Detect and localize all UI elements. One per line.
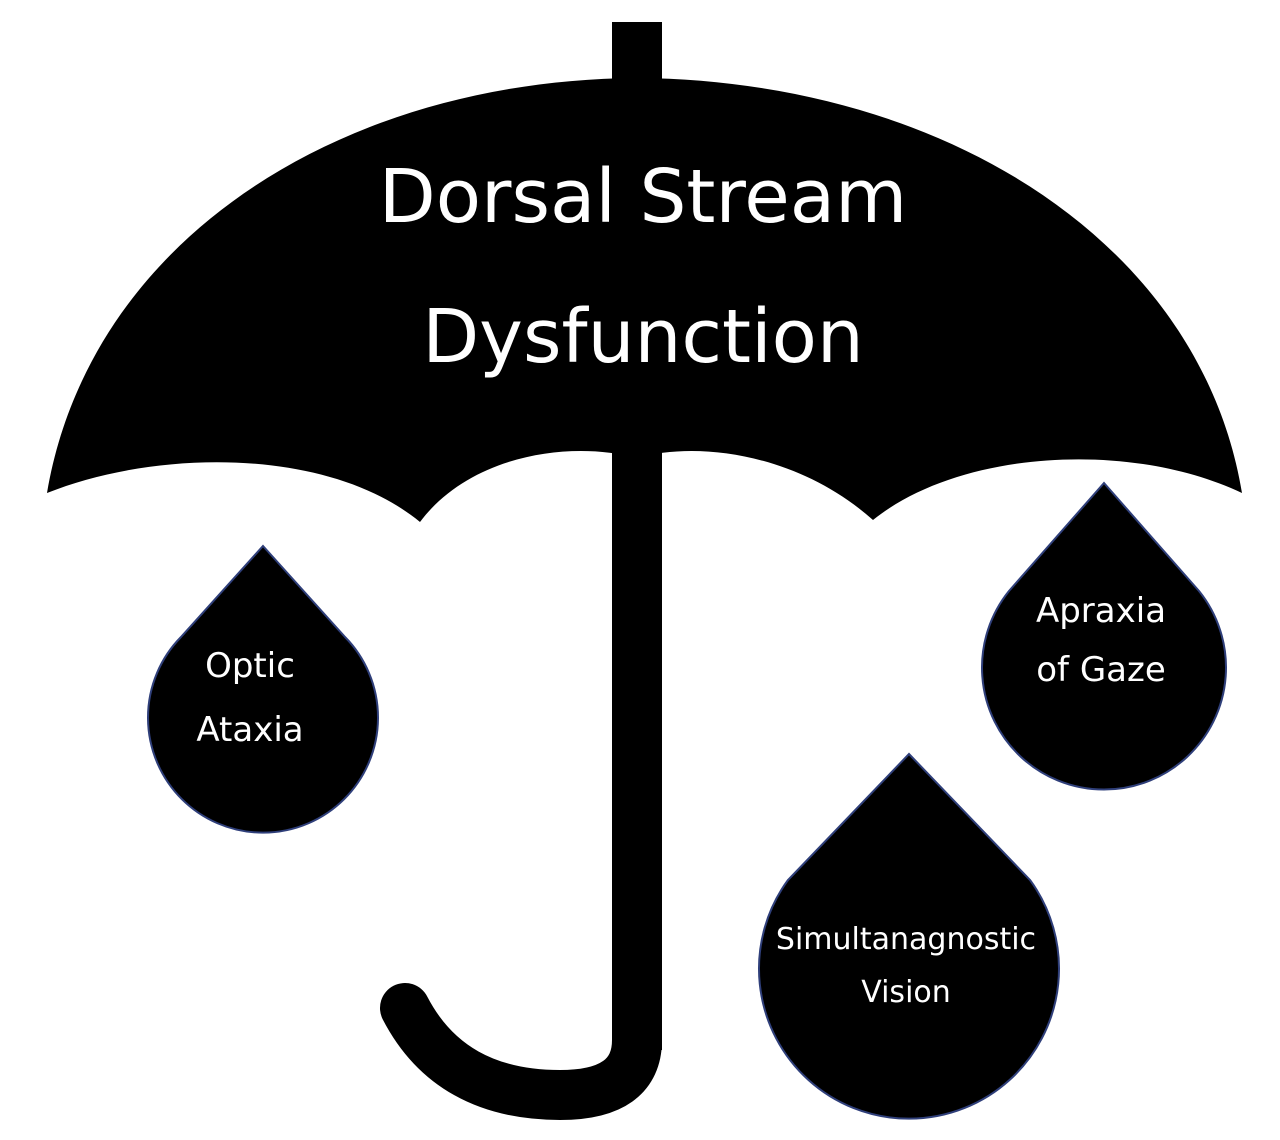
- drop-label-line1: Apraxia: [1036, 591, 1166, 631]
- drop-label-line2: Vision: [861, 975, 951, 1010]
- umbrella-tip: [612, 22, 662, 86]
- diagram-title-line2: Dysfunction: [422, 294, 864, 380]
- drop-optic-ataxia: Optic Ataxia: [147, 544, 379, 834]
- drop-apraxia-of-gaze: Apraxia of Gaze: [981, 481, 1227, 791]
- umbrella-canopy: [47, 78, 1242, 522]
- drop-label-line2: of Gaze: [1036, 650, 1166, 690]
- drop-simultanagnostic-vision: Simultanagnostic Vision: [758, 752, 1060, 1120]
- drop-shape: [147, 544, 379, 834]
- drop-label-line2: Ataxia: [196, 710, 303, 750]
- umbrella-shaft: [612, 450, 662, 1050]
- drop-shape: [981, 481, 1227, 791]
- drop-shape: [758, 752, 1060, 1120]
- drop-label-line1: Simultanagnostic: [776, 922, 1036, 957]
- drop-label-line1: Optic: [205, 646, 295, 686]
- diagram-title-line1: Dorsal Stream: [379, 154, 907, 240]
- umbrella-handle: [380, 983, 662, 1121]
